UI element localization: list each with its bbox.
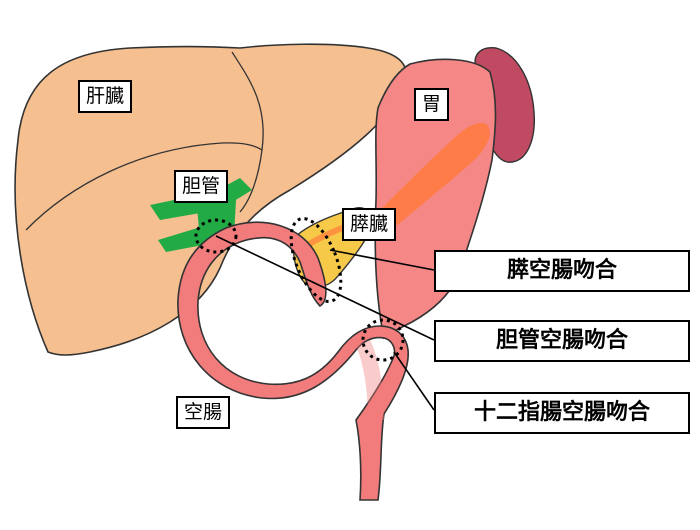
pancreaticojejunostomy-callout: 膵空腸吻合 bbox=[434, 250, 690, 292]
leader-line bbox=[215, 235, 435, 341]
pancreas-label: 膵臓 bbox=[342, 208, 397, 241]
stomach-label: 胃 bbox=[414, 88, 450, 121]
duodenum bbox=[356, 340, 384, 420]
duodenojejunostomy-marker bbox=[361, 318, 405, 362]
choledochojejunostomy-callout: 胆管空腸吻合 bbox=[434, 320, 690, 362]
duodenojejunostomy-callout: 十二指腸空腸吻合 bbox=[434, 392, 690, 434]
leader-line bbox=[393, 351, 435, 411]
pancreaticojejunostomy-marker bbox=[289, 217, 343, 303]
bile-duct-label: 胆管 bbox=[174, 170, 229, 203]
jejunum-label: 空腸 bbox=[176, 396, 231, 429]
choledochojejunostomy-marker bbox=[194, 218, 238, 254]
jejunum bbox=[177, 221, 409, 501]
liver-lobe-line bbox=[25, 142, 263, 231]
liver-label: 肝臓 bbox=[78, 80, 133, 113]
leader-line bbox=[329, 249, 435, 271]
